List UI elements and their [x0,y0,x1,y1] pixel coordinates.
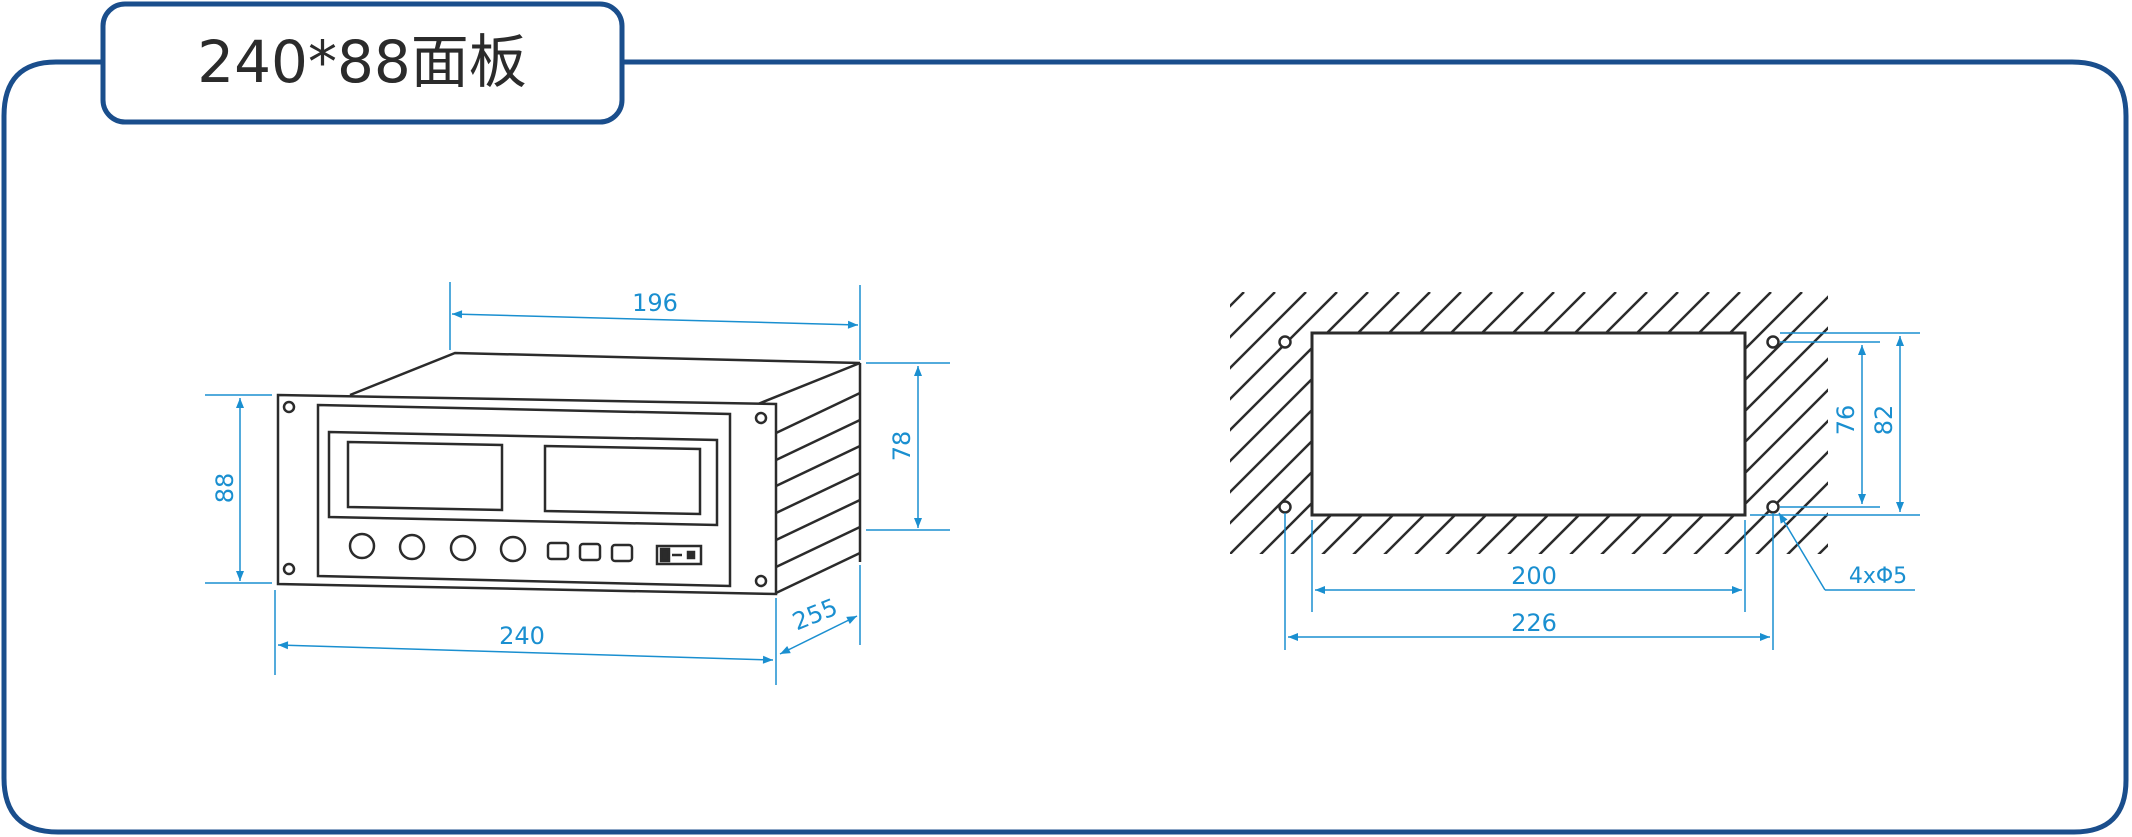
square-keys [546,541,634,563]
inner-bezel [316,403,732,588]
round-buttons [348,532,527,563]
dim-196-label: 196 [632,289,678,317]
cutout-dimensions [1284,332,1920,650]
front-dimensions [205,282,950,685]
power-switch [655,544,703,566]
corner-screws [282,400,768,588]
hole-callout-label: 4xΦ5 [1849,564,1907,589]
dim-88-label: 88 [211,473,239,504]
outer-frame [1,59,2129,835]
dim-200-label: 200 [1511,562,1557,590]
dim-255-label: 255 [789,593,842,636]
display-right [543,444,702,516]
display-window [327,430,719,527]
panel-cutout [1310,331,1747,517]
dim-240-label: 240 [499,622,545,650]
mounting-holes [1278,335,1780,514]
title-text: 240*88面板 [197,28,527,96]
title-tab [100,1,625,125]
dim-82-label: 82 [1870,405,1898,436]
display-left [346,440,504,512]
dim-76-label: 76 [1832,405,1860,436]
dim-226-label: 226 [1511,609,1557,637]
dim-78-label: 78 [888,431,916,462]
